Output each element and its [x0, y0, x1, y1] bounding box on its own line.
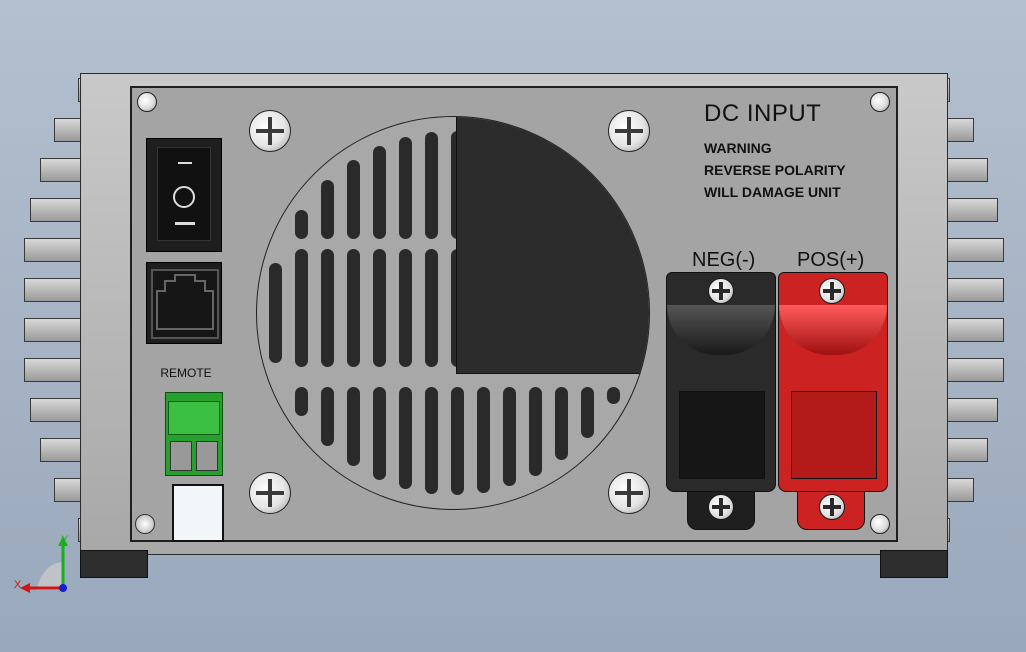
ground-screw-icon: [135, 514, 155, 534]
pos-bottom-screw-icon: [819, 494, 845, 520]
neg-terminal[interactable]: [666, 272, 776, 492]
warning-line-2: REVERSE POLARITY: [704, 162, 846, 178]
fan-slot: [295, 249, 308, 367]
remote-rj-port[interactable]: [146, 262, 222, 344]
rocker-face: [157, 147, 211, 241]
foot-right: [880, 550, 948, 578]
pos-terminal-cover: [791, 391, 877, 479]
remote-label: REMOTE: [160, 366, 212, 380]
off-mark-icon: [173, 186, 195, 208]
corner-screw-icon: [137, 92, 157, 112]
y-axis-label: Y: [61, 534, 69, 546]
corner-screw-icon: [870, 514, 890, 534]
fan-slot: [347, 249, 360, 367]
fan-label-area: [456, 117, 649, 374]
terminal-slot: [170, 441, 192, 471]
dc-input-title: DC INPUT: [704, 100, 822, 127]
terminal-top: [168, 401, 220, 435]
rj-port-outline-icon: [156, 274, 214, 330]
fan-slot: [269, 263, 282, 363]
power-rocker-switch[interactable]: [146, 138, 222, 252]
neg-top-screw-icon: [708, 278, 734, 304]
fan-slot: [373, 387, 386, 480]
fan-screw-icon: [608, 472, 650, 514]
fan-slot: [399, 137, 412, 239]
fan-screw-icon: [249, 110, 291, 152]
pos-terminal[interactable]: [778, 272, 888, 492]
x-axis-label: X: [14, 579, 22, 591]
fan-screw-icon: [249, 472, 291, 514]
fan-slot: [607, 387, 620, 404]
pos-top-screw-icon: [819, 278, 845, 304]
pos-terminal-dome: [779, 305, 887, 355]
fan-slot: [295, 209, 308, 239]
on-mark-icon: [178, 162, 192, 164]
neg-bottom-screw-icon: [708, 494, 734, 520]
fan-slot: [555, 387, 568, 461]
ground-terminal[interactable]: [172, 484, 224, 542]
fan-screw-icon: [608, 110, 650, 152]
remote-terminal-block[interactable]: [165, 392, 223, 476]
fan-slot: [425, 249, 438, 367]
fan-slot: [321, 387, 334, 446]
fan-slot: [399, 249, 412, 367]
fan-slot: [373, 146, 386, 239]
fan-slot: [425, 387, 438, 494]
fan-slot: [503, 387, 516, 487]
fan-slot: [373, 249, 386, 367]
fan-slot: [529, 387, 542, 476]
foot-left: [80, 550, 148, 578]
warning-line-1: WARNING: [704, 140, 772, 156]
neg-label: NEG(-): [692, 249, 756, 271]
warning-line-3: WILL DAMAGE UNIT: [704, 184, 841, 200]
pos-label: POS(+): [797, 249, 865, 271]
fan-slot: [295, 387, 308, 417]
axis-plane: [36, 562, 64, 590]
neg-terminal-dome: [667, 305, 775, 355]
fan-slot: [347, 387, 360, 466]
rj-port-socket: [151, 269, 219, 339]
x-axis-arrow-icon: [20, 583, 30, 593]
axis-triad: Y X: [14, 534, 69, 593]
corner-screw-icon: [870, 92, 890, 112]
fan-grille: [256, 116, 650, 510]
fan-slot: [399, 387, 412, 489]
fan-slot: [451, 387, 464, 495]
z-axis-dot-icon: [59, 584, 67, 592]
y-axis-arrow-icon: [58, 536, 68, 546]
fan-slot: [477, 387, 490, 493]
fan-slot: [425, 132, 438, 239]
fan-slot: [347, 160, 360, 239]
on-mark-icon: [175, 222, 195, 225]
terminal-slot: [196, 441, 218, 471]
fan-slot: [321, 180, 334, 239]
fan-slot: [321, 249, 334, 367]
neg-terminal-cover: [679, 391, 765, 479]
fan-slot: [581, 387, 594, 438]
